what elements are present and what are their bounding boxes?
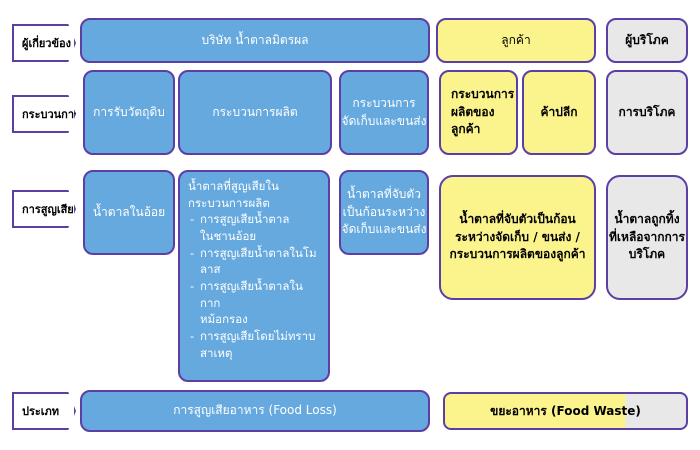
stakeholder-company-text: บริษัท น้ำตาลมิตรผล xyxy=(201,32,309,47)
loss-production-item: การสูญเสียโดยไม่ทราบ สาเหตุ xyxy=(190,328,320,361)
process-retail-text: ค้าปลีก xyxy=(540,104,578,119)
type-food-waste-text: ขยะอาหาร (Food Waste) xyxy=(490,403,641,418)
row-label-process: กระบวนการ xyxy=(12,95,76,133)
process-production-text: กระบวนการผลิต xyxy=(212,104,298,119)
row-label-stakeholders: ผู้เกี่ยวข้อง xyxy=(12,24,76,62)
stakeholder-company: บริษัท น้ำตาลมิตรผล xyxy=(80,18,430,63)
process-consumption: การบริโภค xyxy=(606,70,688,155)
loss-production-item: การสูญเสียน้ำตาล ในชานอ้อย xyxy=(190,211,320,244)
loss-storage-transport: น้ำตาลที่จับตัว เป็นก้อนระหว่าง จัดเก็บแ… xyxy=(339,170,429,255)
stakeholder-customer-text: ลูกค้า xyxy=(501,32,531,47)
process-raw-material: การรับวัตถุดิบ xyxy=(83,70,175,155)
row-label-type-text: ประเภท xyxy=(22,405,60,418)
process-customer-production: กระบวนการ ผลิตของ ลูกค้า xyxy=(439,70,518,155)
stakeholder-consumer: ผู้บริโภค xyxy=(606,18,688,63)
process-storage-transport: กระบวนการ จัดเก็บและขนส่ง xyxy=(339,70,429,155)
row-label-process-text: กระบวนการ xyxy=(22,108,80,121)
type-food-loss-text: การสูญเสียอาหาร (Food Loss) xyxy=(173,403,337,418)
loss-production-list: การสูญเสียน้ำตาล ในชานอ้อย การสูญเสียน้ำ… xyxy=(188,211,320,361)
row-label-type: ประเภท xyxy=(12,392,76,430)
row-label-loss: การสูญเสีย xyxy=(12,190,76,228)
loss-sugar-in-cane-text: น้ำตาลในอ้อย xyxy=(92,204,166,219)
process-consumption-text: การบริโภค xyxy=(618,104,676,119)
process-production: กระบวนการผลิต xyxy=(178,70,332,155)
loss-production: น้ำตาลที่สูญเสียใน กระบวนการผลิต การสูญเ… xyxy=(178,170,330,382)
type-food-loss: การสูญเสียอาหาร (Food Loss) xyxy=(80,390,430,432)
loss-consumer-text: น้ำตาลถูกทิ้ง ที่เหลือจากการ บริโภค xyxy=(609,212,685,262)
process-storage-transport-text: กระบวนการ จัดเก็บและขนส่ง xyxy=(341,96,427,128)
row-label-stakeholders-text: ผู้เกี่ยวข้อง xyxy=(22,37,71,50)
row-label-loss-text: การสูญเสีย xyxy=(22,203,74,216)
process-customer-production-text: กระบวนการ ผลิตของ ลูกค้า xyxy=(451,87,515,137)
loss-customer-text: น้ำตาลที่จับตัวเป็นก้อน ระหว่างจัดเก็บ /… xyxy=(449,212,586,262)
loss-production-item: การสูญเสียน้ำตาลในโมลาส xyxy=(190,245,320,278)
type-food-waste: ขยะอาหาร (Food Waste) xyxy=(443,392,688,430)
process-raw-material-text: การรับวัตถุดิบ xyxy=(93,104,165,119)
stakeholder-customer: ลูกค้า xyxy=(436,18,596,63)
process-retail: ค้าปลีก xyxy=(522,70,596,155)
loss-customer: น้ำตาลที่จับตัวเป็นก้อน ระหว่างจัดเก็บ /… xyxy=(439,175,596,300)
stakeholder-consumer-text: ผู้บริโภค xyxy=(625,32,669,47)
loss-sugar-in-cane: น้ำตาลในอ้อย xyxy=(83,170,175,255)
loss-storage-transport-text: น้ำตาลที่จับตัว เป็นก้อนระหว่าง จัดเก็บแ… xyxy=(341,187,427,237)
loss-consumer: น้ำตาลถูกทิ้ง ที่เหลือจากการ บริโภค xyxy=(606,175,688,300)
loss-production-item: การสูญเสียน้ำตาลในกาก หม้อกรอง xyxy=(190,278,320,328)
loss-production-title: น้ำตาลที่สูญเสียใน กระบวนการผลิต xyxy=(188,179,279,210)
